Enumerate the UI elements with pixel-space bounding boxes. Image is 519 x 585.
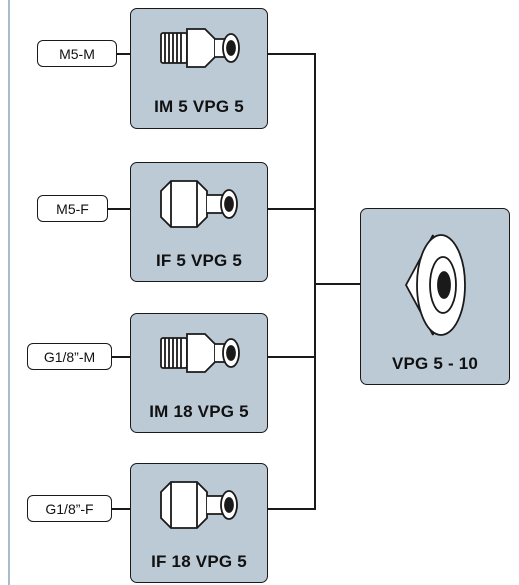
adapter-box-im18: IM 18 VPG 5: [130, 313, 268, 433]
suction-cup-icon: [404, 234, 466, 336]
left-rail: [8, 0, 10, 585]
thread-tag-g18f: G1/8”-F: [27, 495, 112, 522]
suction-cup-box: VPG 5 - 10: [360, 208, 510, 385]
male-fitting-icon: [160, 333, 240, 373]
thread-tag-m5f: M5-F: [37, 195, 108, 222]
male-fitting-icon: [160, 28, 240, 68]
female-fitting-icon: [160, 481, 238, 529]
adapter-label: IF 18 VPG 5: [151, 552, 247, 571]
adapter-box-if18: IF 18 VPG 5: [130, 463, 268, 583]
thread-tag-g18m: G1/8”-M: [27, 343, 112, 370]
output-bus: [237, 53, 316, 510]
adapter-label: IM 5 VPG 5: [154, 97, 244, 116]
adapter-label: IF 5 VPG 5: [155, 251, 243, 270]
thread-tag-m5m: M5-M: [37, 40, 117, 67]
adapter-box-if5: IF 5 VPG 5: [130, 162, 268, 282]
suction-cup-label: VPG 5 - 10: [391, 354, 479, 373]
female-fitting-icon: [160, 180, 238, 228]
adapter-box-im5: IM 5 VPG 5: [130, 8, 268, 129]
adapter-label: IM 18 VPG 5: [149, 402, 249, 421]
